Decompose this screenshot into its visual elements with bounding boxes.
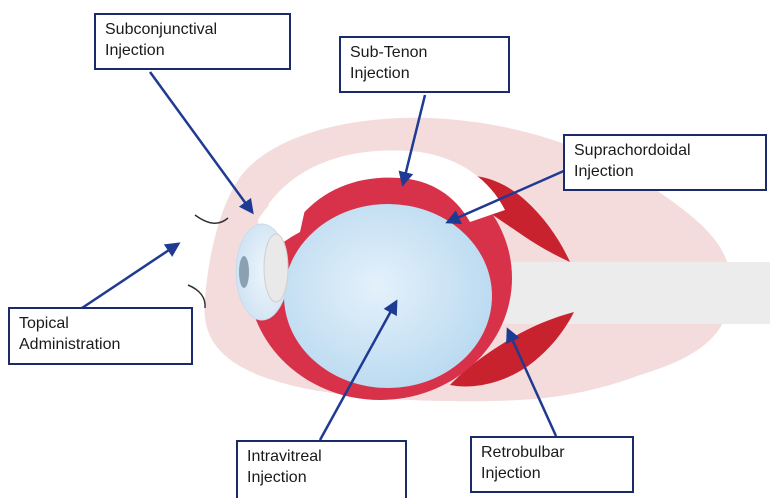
- retrobulbar-label: Retrobulbar Injection: [470, 436, 634, 493]
- lower-lid-curve: [188, 285, 205, 308]
- arrow-topical: [82, 244, 178, 308]
- topical-line1: Topical: [19, 313, 182, 334]
- arrow-subconjunctival: [150, 72, 252, 212]
- subtenon-label: Sub-Tenon Injection: [339, 36, 510, 93]
- suprachoroidal-line2: Injection: [574, 161, 756, 182]
- topical-line2: Administration: [19, 334, 182, 355]
- vitreous-body: [284, 204, 492, 388]
- lens: [264, 234, 288, 302]
- subconjunctival-label: Subconjunctival Injection: [94, 13, 291, 70]
- intravitreal-line1: Intravitreal: [247, 446, 396, 467]
- subconjunctival-line2: Injection: [105, 40, 280, 61]
- intravitreal-line2: Injection: [247, 467, 396, 488]
- optic-nerve: [470, 262, 770, 324]
- intravitreal-label: Intravitreal Injection: [236, 440, 407, 498]
- pupil: [239, 256, 249, 288]
- retrobulbar-line2: Injection: [481, 463, 623, 484]
- subconjunctival-line1: Subconjunctival: [105, 19, 280, 40]
- topical-label: Topical Administration: [8, 307, 193, 365]
- suprachoroidal-line1: Suprachordoidal: [574, 140, 756, 161]
- suprachoroidal-label: Suprachordoidal Injection: [563, 134, 767, 191]
- subtenon-line2: Injection: [350, 63, 499, 84]
- retrobulbar-line1: Retrobulbar: [481, 442, 623, 463]
- subtenon-line1: Sub-Tenon: [350, 42, 499, 63]
